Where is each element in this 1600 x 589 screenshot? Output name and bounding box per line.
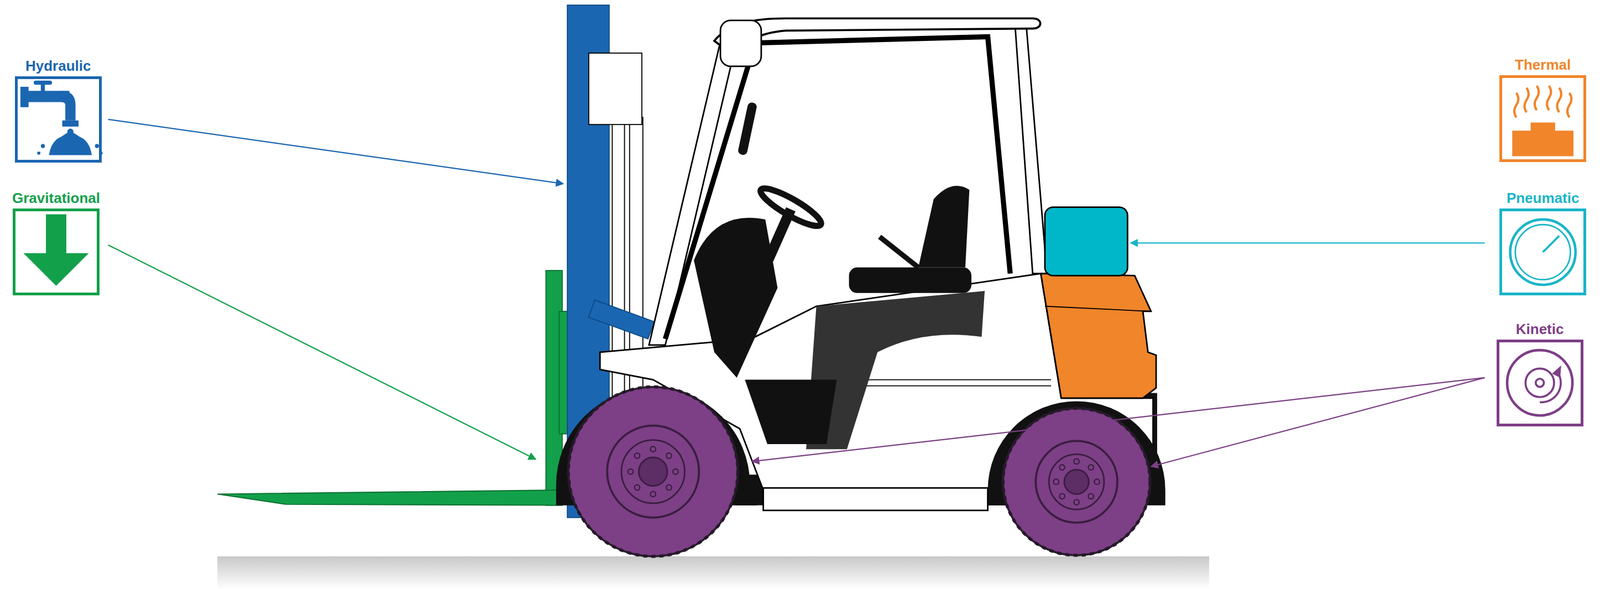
bolt-hole — [634, 452, 641, 459]
icon-frame — [12, 208, 100, 296]
pneumatic-icon — [1510, 219, 1576, 285]
air-tank — [1044, 207, 1128, 276]
icon-frame — [1499, 75, 1587, 162]
rear-pillar — [1015, 28, 1047, 274]
front-pillar — [649, 40, 737, 345]
bolt-hole — [650, 446, 656, 452]
bolt-hole — [634, 484, 641, 491]
floor — [744, 379, 837, 444]
energy-icon-box: Gravitational — [12, 189, 101, 296]
cab-frame — [665, 43, 755, 339]
fork-tine — [217, 489, 563, 506]
dashboard — [693, 217, 778, 378]
energy-icon-box: Pneumatic — [1499, 189, 1587, 296]
bolt-hole — [1053, 478, 1059, 485]
step-panel — [763, 487, 988, 511]
hydraulic-icon — [20, 80, 103, 156]
seat-cushion — [849, 267, 972, 294]
bolt-hole — [1094, 478, 1100, 485]
icon-frame — [14, 76, 102, 164]
leader-line — [108, 244, 536, 460]
energy-label: Pneumatic — [1506, 189, 1580, 207]
seat-base — [806, 290, 985, 449]
leader-line — [1151, 377, 1486, 467]
tilt-lever — [588, 300, 655, 339]
engine-cover — [1041, 273, 1157, 399]
leader-line — [108, 119, 564, 184]
bolt-hole — [666, 452, 672, 459]
energy-icon-box: Hydraulic — [14, 57, 102, 164]
gravitational-icon — [23, 214, 89, 286]
energy-label: Thermal — [1514, 56, 1571, 73]
icon-frame — [1496, 339, 1584, 427]
ground — [217, 556, 1210, 589]
steering-wheel — [756, 182, 825, 232]
thermal-icon — [1512, 85, 1574, 156]
mirror — [737, 101, 758, 156]
bolt-hole — [1088, 464, 1094, 470]
bolt-hole — [1059, 464, 1065, 470]
energy-label: Gravitational — [12, 189, 101, 207]
bolt-hole — [666, 484, 672, 491]
energy-label: Hydraulic — [25, 57, 92, 75]
bolt-hole — [1088, 493, 1094, 499]
armrest — [879, 236, 919, 268]
energy-icon-box: Thermal — [1499, 56, 1587, 162]
leader-line — [1130, 242, 1485, 244]
leader-line — [751, 377, 1485, 462]
bolt-hole — [1059, 493, 1065, 499]
engine-cover-line — [1044, 306, 1152, 312]
bolt-hole — [628, 468, 634, 475]
bolt-hole — [1073, 458, 1080, 464]
kinetic-icon — [1507, 349, 1573, 416]
seat-back — [918, 185, 970, 268]
work-light — [720, 20, 762, 67]
bolt-hole — [650, 491, 656, 498]
icon-frame — [1499, 208, 1587, 296]
bolt-hole — [1073, 499, 1080, 505]
bolt-hole — [672, 468, 679, 475]
mast-head — [588, 53, 642, 125]
energy-label: Kinetic — [1515, 320, 1565, 338]
roof — [714, 18, 1041, 56]
energy-icon-box: Kinetic — [1496, 320, 1584, 427]
cab-frame — [755, 36, 1011, 274]
steering-column — [750, 208, 792, 301]
front-wheel — [568, 387, 738, 557]
